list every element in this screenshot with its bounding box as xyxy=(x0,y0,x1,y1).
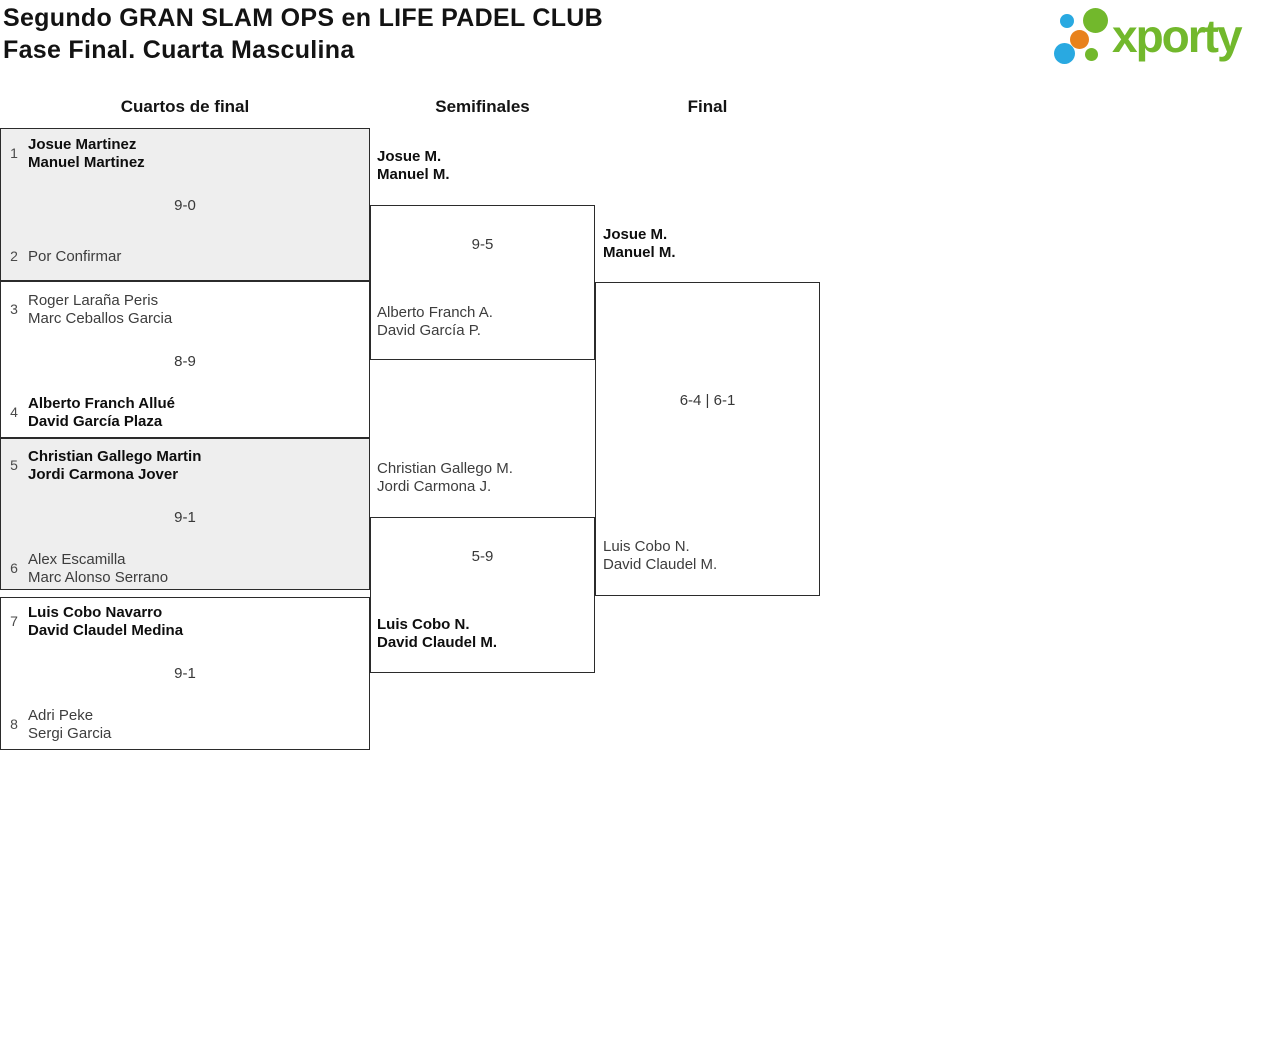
player-name: Roger Laraña Peris xyxy=(28,292,159,309)
team-names: Alberto Franch A. David García P. xyxy=(377,304,493,340)
team-names: Roger Laraña Peris Marc Ceballos Garcia xyxy=(28,292,172,328)
player-name: David García P. xyxy=(377,322,481,339)
team-names: Por Confirmar xyxy=(28,248,121,266)
player-name: Christian Gallego Martin xyxy=(28,448,202,465)
player-name: Adri Peke xyxy=(28,707,94,724)
team-names: Christian Gallego M. Jordi Carmona J. xyxy=(377,460,513,496)
player-name: Manuel M. xyxy=(377,166,450,183)
match-box-quarterfinal-4[interactable] xyxy=(0,597,370,750)
team-names: Alex Escamilla Marc Alonso Serrano xyxy=(28,551,168,587)
match-score: 5-9 xyxy=(471,548,494,565)
round-header-quarterfinals: Cuartos de final xyxy=(120,97,250,116)
xporty-logo[interactable]: xporty xyxy=(1050,2,1275,72)
team-names: Luis Cobo N. David Claudel M. xyxy=(603,538,717,574)
team-names: Luis Cobo Navarro David Claudel Medina xyxy=(28,604,183,640)
match-score: 9-5 xyxy=(471,236,494,253)
round-header-final: Final xyxy=(687,97,728,116)
player-name: Luis Cobo N. xyxy=(603,538,690,555)
player-name: Josue Martinez xyxy=(28,136,137,153)
seed-number: 6 xyxy=(10,560,18,576)
match-box-final[interactable] xyxy=(595,282,820,596)
logo-dot-icon xyxy=(1070,30,1089,49)
logo-dot-icon xyxy=(1083,8,1108,33)
match-score: 9-1 xyxy=(174,665,196,682)
tournament-title-line1: Segundo GRAN SLAM OPS en LIFE PADEL CLUB xyxy=(3,4,603,32)
team-names: Christian Gallego Martin Jordi Carmona J… xyxy=(28,448,201,484)
player-name: David Claudel M. xyxy=(603,556,718,573)
seed-number: 8 xyxy=(10,716,18,732)
player-name: Manuel M. xyxy=(603,244,676,261)
tournament-title: Segundo GRAN SLAM OPS en LIFE PADEL CLUB… xyxy=(3,2,603,66)
player-name: Christian Gallego M. xyxy=(377,460,513,477)
match-box-quarterfinal-3[interactable] xyxy=(0,438,370,590)
player-name: Marc Alonso Serrano xyxy=(28,569,169,586)
seed-number: 3 xyxy=(10,301,18,317)
team-names: Luis Cobo N. David Claudel M. xyxy=(377,616,497,652)
match-box-quarterfinal-2[interactable] xyxy=(0,281,370,438)
player-name: Josue M. xyxy=(603,226,668,243)
team-names: Josue Martinez Manuel Martinez xyxy=(28,136,145,172)
match-box-semifinal-1[interactable] xyxy=(370,205,595,360)
logo-dot-icon xyxy=(1054,43,1075,64)
round-header-semifinals: Semifinales xyxy=(435,97,530,116)
match-box-quarterfinal-1[interactable] xyxy=(0,128,370,281)
seed-number: 7 xyxy=(10,613,18,629)
team-names: Josue M. Manuel M. xyxy=(603,226,676,262)
player-name: Luis Cobo Navarro xyxy=(28,604,163,621)
player-name: Josue M. xyxy=(377,148,442,165)
player-name: David Claudel M. xyxy=(377,634,498,651)
player-name: Luis Cobo N. xyxy=(377,616,470,633)
player-name: Por Confirmar xyxy=(28,248,122,265)
logo-dot-icon xyxy=(1060,14,1074,28)
match-box-semifinal-2[interactable] xyxy=(370,517,595,673)
match-score: 8-9 xyxy=(174,353,196,370)
logo-wordmark: xporty xyxy=(1112,10,1243,62)
tournament-title-line2: Fase Final. Cuarta Masculina xyxy=(3,36,355,64)
seed-number: 5 xyxy=(10,457,18,473)
player-name: Jordi Carmona Jover xyxy=(28,466,179,483)
match-score: 6-4 | 6-1 xyxy=(679,392,736,409)
seed-number: 1 xyxy=(10,145,18,161)
player-name: Manuel Martinez xyxy=(28,154,145,171)
player-name: Jordi Carmona J. xyxy=(377,478,492,495)
player-name: Alberto Franch Allué xyxy=(28,395,175,412)
player-name: Alberto Franch A. xyxy=(377,304,493,321)
team-names: Adri Peke Sergi Garcia xyxy=(28,707,111,743)
team-names: Alberto Franch Allué David García Plaza xyxy=(28,395,175,431)
player-name: David García Plaza xyxy=(28,413,163,430)
seed-number: 4 xyxy=(10,404,18,420)
player-name: David Claudel Medina xyxy=(28,622,184,639)
player-name: Marc Ceballos Garcia xyxy=(28,310,173,327)
logo-dot-icon xyxy=(1085,48,1098,61)
match-score: 9-1 xyxy=(174,509,196,526)
match-score: 9-0 xyxy=(174,197,196,214)
player-name: Sergi Garcia xyxy=(28,725,112,742)
team-names: Josue M. Manuel M. xyxy=(377,148,450,184)
seed-number: 2 xyxy=(10,248,18,264)
player-name: Alex Escamilla xyxy=(28,551,126,568)
